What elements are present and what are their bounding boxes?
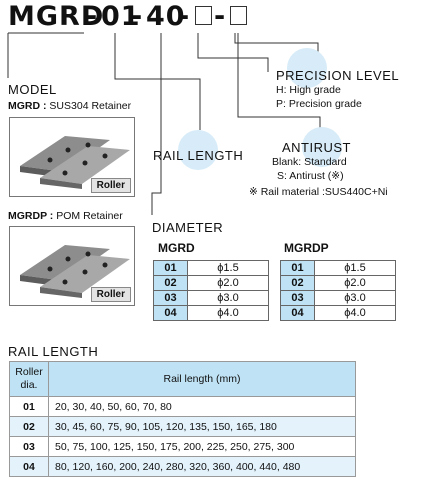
diameter-code: 01 [101, 1, 141, 32]
dia-code: 03 [280, 290, 315, 306]
dia-code: 04 [280, 305, 315, 321]
precision-line-2: P: Precision grade [276, 98, 362, 110]
mgrdp-name: MGRDP : [8, 210, 54, 222]
table-header-row: Roller dia. Rail length (mm) [9, 361, 356, 397]
model-code: MGRD [8, 1, 105, 32]
rail-dia: 04 [9, 456, 49, 477]
dia-value: ϕ4.0 [187, 305, 269, 321]
mgrd-desc: SUS304 Retainer [49, 100, 132, 112]
mgrdp-caption: MGRDP : POM Retainer [8, 210, 123, 222]
antirust-title: ANTIRUST [282, 140, 351, 155]
antirust-note: ※ Rail material :SUS440C+Ni [249, 186, 388, 198]
dia-value: ϕ3.0 [314, 290, 396, 306]
mgrd-caption: MGRD : SUS304 Retainer [8, 100, 131, 112]
dia-value: ϕ1.5 [314, 260, 396, 276]
roller-tag: Roller [90, 178, 131, 193]
rail-image [20, 245, 130, 298]
mgrdp-desc: POM Retainer [56, 210, 123, 222]
col-header-rail-length: Rail length (mm) [48, 361, 356, 397]
diameter-title: DIAMETER [152, 220, 224, 235]
rail-dia: 03 [9, 436, 49, 457]
dia-value: ϕ4.0 [314, 305, 396, 321]
antirust-line-1: Blank: Standard [272, 156, 347, 168]
rail-dia: 02 [9, 416, 49, 437]
antirust-bubble [302, 127, 342, 167]
dia-code: 03 [153, 290, 188, 306]
rail-image [20, 136, 130, 189]
length-code: 40 [146, 1, 186, 32]
mgrd-photo: Roller [9, 117, 135, 197]
dia-code: 01 [153, 260, 188, 276]
rail-table-title: RAIL LENGTH [8, 344, 99, 359]
mgrd-table-title: MGRD [158, 241, 195, 255]
rail-dia: 01 [9, 396, 49, 417]
antirust-line-2: S: Antirust (※) [277, 170, 344, 182]
code-dash: - [178, 1, 191, 32]
code-dash: - [86, 1, 99, 32]
mgrdp-table-title: MGRDP [284, 241, 329, 255]
code-dash: - [214, 1, 227, 32]
mgrd-name: MGRD : [8, 100, 47, 112]
roller-tag: Roller [90, 287, 131, 302]
rail-lengths: 80, 120, 160, 200, 240, 280, 320, 360, 4… [48, 456, 356, 477]
model-heading: MODEL [8, 82, 57, 97]
precision-code-box [230, 6, 247, 25]
dia-value: ϕ2.0 [187, 275, 269, 291]
dia-code: 04 [153, 305, 188, 321]
rail-lengths: 20, 30, 40, 50, 60, 70, 80 [48, 396, 356, 417]
dia-code: 02 [280, 275, 315, 291]
col-header-roller-dia: Roller dia. [9, 361, 49, 397]
precision-bubble [287, 48, 327, 88]
dia-value: ϕ3.0 [187, 290, 269, 306]
dia-code: 01 [280, 260, 315, 276]
precision-line-1: H: High grade [276, 84, 341, 96]
rail-lengths: 50, 75, 100, 125, 150, 175, 200, 225, 25… [48, 436, 356, 457]
rail-length-bubble [178, 130, 218, 170]
dia-value: ϕ2.0 [314, 275, 396, 291]
dia-value: ϕ1.5 [187, 260, 269, 276]
dia-code: 02 [153, 275, 188, 291]
antirust-code-box [195, 6, 212, 25]
precision-title: PRECISION LEVEL [276, 68, 400, 83]
code-dash: - [131, 1, 144, 32]
mgrdp-photo: Roller [9, 226, 135, 306]
rail-length-label: RAIL LENGTH [153, 148, 244, 163]
rail-lengths: 30, 45, 60, 75, 90, 105, 120, 135, 150, … [48, 416, 356, 437]
